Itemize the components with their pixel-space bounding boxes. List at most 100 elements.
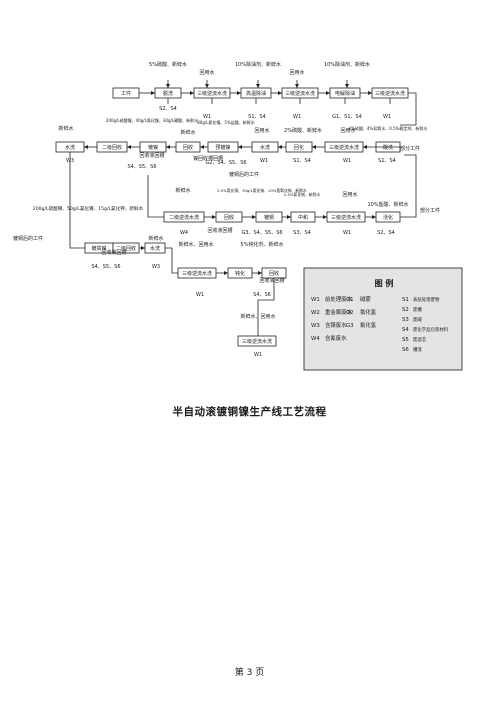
process-box: 预镀镍 [207,141,239,153]
legend-text: 废滤芯 [413,336,427,343]
process-note: W1 [343,230,351,236]
process-box-label: 预镀镍 [215,144,230,151]
process-note: G2、S4、S5、S6 [205,160,246,166]
legend-code: S1 [402,297,409,303]
process-box-label: 回化 [294,144,304,151]
process-box-label: 脱洗 [163,90,173,97]
legend-text: 废槽 [413,306,422,313]
process-note: 2%硫酸、新鲜水 [284,127,322,134]
process-box-label: 三级逆流水洗 [242,338,272,345]
process-box-label: 高温除油 [246,90,266,97]
legend-code: G2 [346,310,354,316]
process-note: 部分工件 [400,145,420,152]
process-note: G3、S4、S5、S6 [241,230,282,236]
legend-code: S5 [402,337,409,343]
process-box-label: 三级逆流水洗 [285,90,315,97]
process-box-label: 三级逆流水洗 [329,144,359,151]
process-box: 二级逆流水洗 [163,211,205,223]
process-box-label: 酸洗 [383,144,393,151]
process-box-label: 中和 [298,214,308,221]
process-note: W3 [152,264,160,270]
process-note: 回用水 [289,69,304,76]
legend-text: 废化学品包装材料 [413,326,449,333]
process-box-label: 工件 [121,90,131,97]
process-note: 部分工件 [420,207,440,214]
process-box: 三级逆流水洗 [324,141,364,153]
process-note: S2、S4 [377,230,395,236]
process-note: 200g/L硫酸镍、40g/L氯化镍、30g/L硼酸、新鲜水 [106,117,198,123]
process-note: S4、S6 [253,292,271,298]
legend-text: 碱雾 [360,295,371,303]
flow-line [400,92,417,126]
process-note: W1 [260,158,268,164]
flow-line [165,247,178,274]
process-note: 新鲜水 [58,125,73,132]
process-box: 回化 [285,141,313,153]
process-box-label: 电解除油 [335,90,355,97]
legend-code: W1 [311,297,320,303]
process-note: 新鲜水、回用水 [178,241,213,248]
process-note: G1、S1、S4 [332,114,362,120]
process-note: 回收液回槽 [207,227,232,234]
flow-line [147,175,164,218]
process-box: 水洗 [144,242,166,254]
process-notes: 5%硫酸、新鲜水回用水10%除油剂、新鲜水回用水10%除油剂、新鲜水S2、S4W… [13,61,440,358]
process-note: W1 [343,158,351,164]
page-number: 第 3 页 [234,668,265,678]
legend-code: G1 [346,297,354,303]
flow-line [400,154,417,218]
process-box-label: 三级逆流水洗 [331,214,361,221]
process-box-label: 水洗 [260,144,270,151]
process-box-label: 活化 [383,214,393,221]
process-note: 镀铜后的工件 [13,235,43,242]
flow-line [257,278,275,336]
process-box-label: 水洗 [150,245,160,252]
legend-code: S6 [402,347,409,353]
diagram-caption: 半自动滚镀铜镍生产线工艺流程 [172,406,327,418]
process-box-label: 三级逆流水洗 [375,90,405,97]
process-box-label: 二级回收 [116,245,136,252]
process-box-label: 回收 [183,144,193,151]
process-note: 10%盐酸、新鲜水 [367,201,408,208]
process-box: 镀铜 [255,211,283,223]
process-note: S2、S4 [159,106,177,112]
legend-text: 氯化氢 [360,308,377,316]
process-box: 钝化 [227,267,253,279]
process-note: W1 [203,114,211,120]
legend-text: 槽渣 [413,346,422,353]
process-note: 4%硫酸、4%双氧水、0.5%稳定剂、新鲜水 [349,125,428,131]
flow-line [69,152,85,249]
process-box-label: 二级回收 [102,144,122,151]
process-note: W1 [196,292,204,298]
process-note: 回收液回槽 [139,152,164,159]
process-box: 工件 [112,87,140,99]
process-box-label: 三级逆流水洗 [182,270,212,277]
process-box: 回收 [215,211,243,223]
process-note: 5%钝化剂、新鲜水 [241,241,284,248]
process-box-label: 回收 [224,214,234,221]
legend-code: S2 [402,307,409,313]
process-note: 200g/L硫酸镍、50g/L氯化镍、15g/L氯化钾、新鲜水 [33,205,144,212]
process-note: 80g/L氯化镍、5%盐酸、新鲜水 [197,119,255,125]
legend-text: 表层处理废物 [413,296,440,303]
process-note: S4、S5、S6 [91,264,120,270]
process-box: 脱洗 [154,87,182,99]
process-note: 新鲜水 [180,129,195,136]
process-note: 10%除油剂、新鲜水 [235,61,281,68]
legend-code: S4 [402,327,409,333]
process-box: 水洗 [55,141,85,153]
process-note: 2.5%氰化铜、30g/L氰化钠、10%氢氧化钠、新鲜水 [217,188,307,193]
process-box: 回收 [175,141,201,153]
process-note: 新鲜水 [175,187,190,194]
process-box-label: 镀镍 [148,144,158,151]
process-note: W1 [254,352,262,358]
process-box: 三级逆流水洗 [237,335,277,347]
process-box: 活化 [375,211,401,223]
process-box: 高温除油 [240,87,272,99]
legend-code: W2 [311,310,320,316]
process-note: 回用水 [340,127,355,134]
process-note: 2.5%氰化钠、新鲜水 [284,192,320,197]
process-note: 5%硫酸、新鲜水 [149,61,187,68]
